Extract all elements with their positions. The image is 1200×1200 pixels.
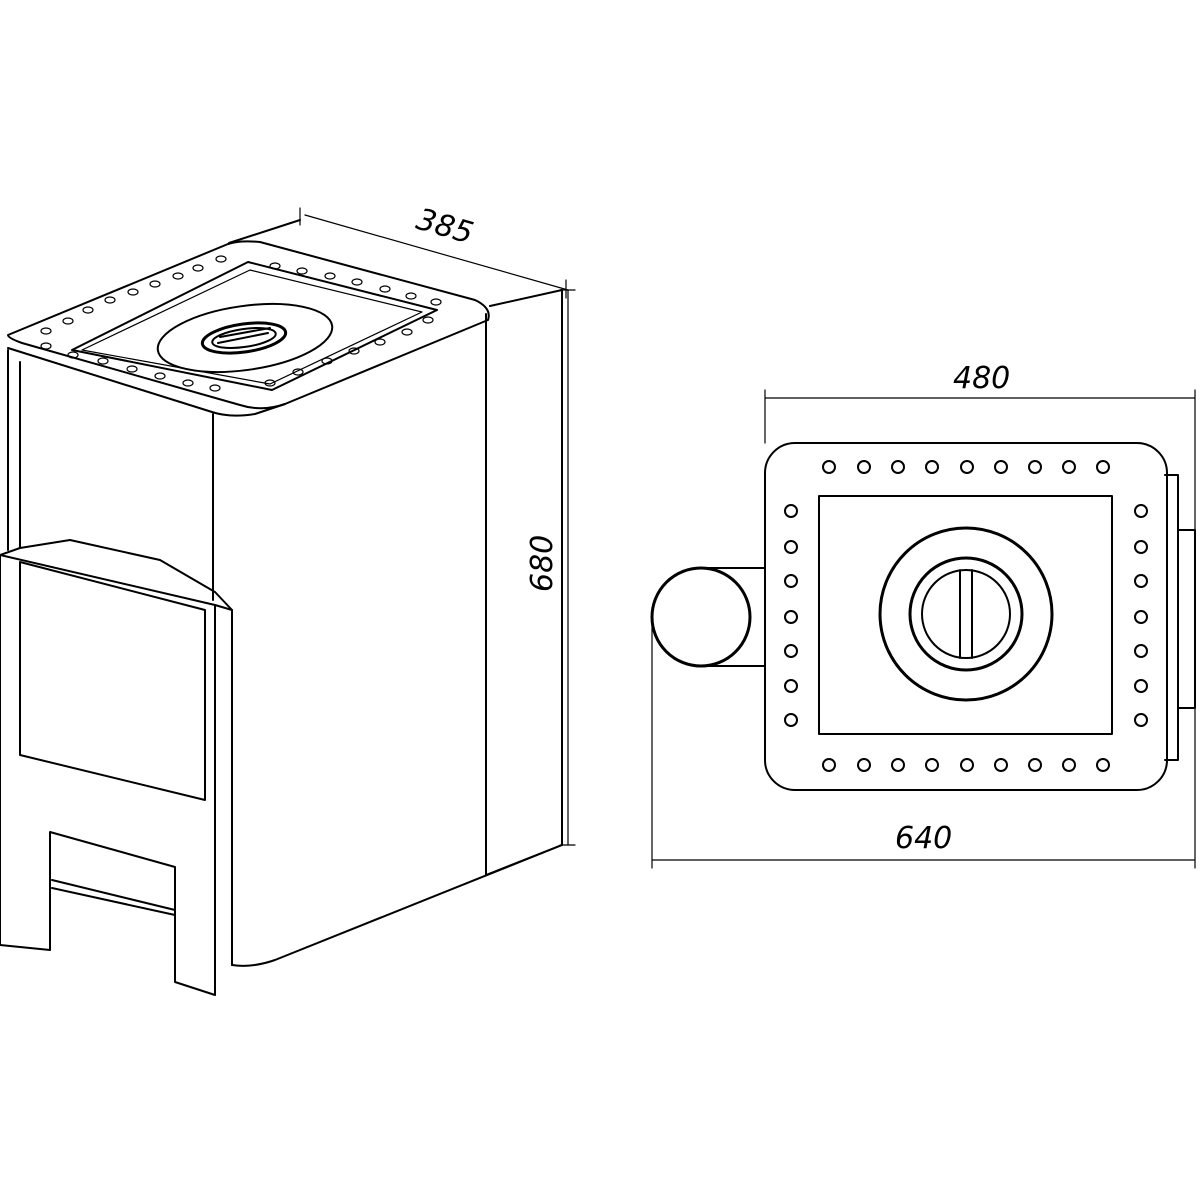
- top-view-rivets: [784, 460, 1148, 772]
- dimension-depth-label: 385: [412, 202, 477, 251]
- dimension-overall-width-label: 640: [895, 821, 952, 856]
- front-door-panel: [0, 539, 233, 996]
- top-plate-outline: [764, 442, 1168, 791]
- dimension-top-width-label: 480: [953, 361, 1010, 396]
- hob-opening: [878, 526, 1054, 702]
- dimension-depth: 385: [299, 202, 569, 299]
- flue-pipe: [650, 566, 766, 668]
- isometric-view: 385 680: [0, 202, 576, 996]
- dimension-height: 680: [525, 289, 576, 846]
- dimension-height-label: 680: [525, 535, 560, 592]
- top-view: 480 640: [650, 361, 1196, 869]
- top-plate-rivets: [40, 255, 442, 392]
- dimension-top-width: 480: [764, 361, 1196, 531]
- back-rail: [1164, 474, 1196, 761]
- inner-plate: [818, 495, 1113, 735]
- stove-body: [7, 219, 563, 967]
- top-plate: [7, 240, 490, 410]
- dimension-overall-width: 640: [651, 616, 1196, 869]
